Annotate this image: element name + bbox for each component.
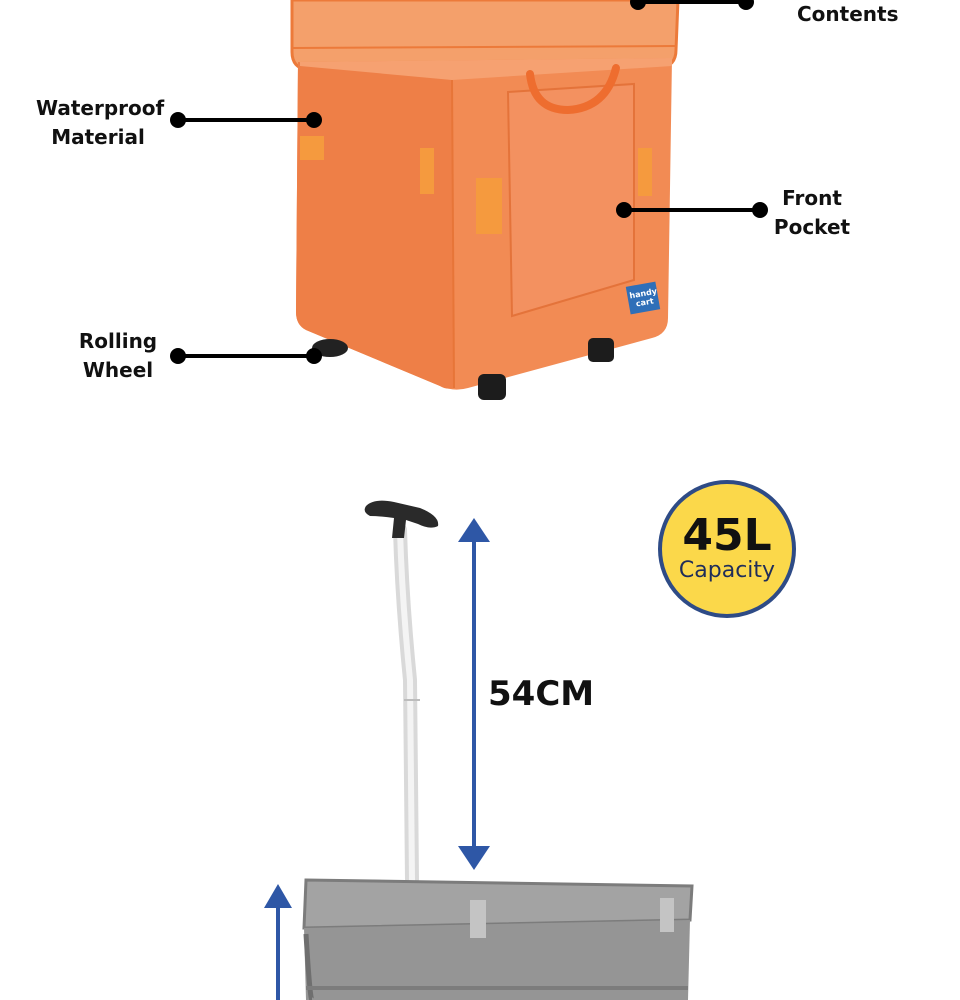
rolling-wheel-leader-dot-right (306, 348, 322, 364)
waterproof-label-line2: Material (51, 125, 145, 149)
front-pocket-label-line1: Front (782, 186, 842, 210)
orange-cart-illustration (290, 0, 680, 400)
contents-label: Contents (797, 2, 899, 26)
rolling-wheel-leader-dot-left (170, 348, 186, 364)
grey-bag-body (304, 920, 690, 1000)
waterproof-material-label: Waterproof Material (36, 94, 165, 152)
rolling-wheel-label-line1: Rolling (78, 329, 158, 353)
handle-t-grip (364, 500, 439, 538)
front-pocket-panel (506, 82, 635, 318)
rolling-wheel-label-line2: Wheel (82, 358, 154, 382)
grey-cart-illustration (302, 500, 694, 1000)
waterproof-leader-dot-left (170, 112, 186, 128)
contents-leader-dot (630, 0, 646, 10)
rolling-wheel-leader-line (178, 354, 314, 358)
bag-height-arrow (264, 884, 292, 1000)
capacity-badge: 45L Capacity (658, 480, 796, 618)
grey-bag-lid (302, 878, 694, 930)
cart-carry-strap (526, 64, 620, 115)
front-pocket-leader-dot-left (616, 202, 632, 218)
capacity-label: Capacity (678, 558, 776, 583)
waterproof-leader-line (178, 118, 314, 122)
handle-height-label: 54CM (488, 674, 595, 714)
waterproof-label-line1: Waterproof (36, 96, 165, 120)
waterproof-leader-dot-right (306, 112, 322, 128)
rolling-wheel-label: Rolling Wheel (76, 327, 160, 385)
capacity-volume: 45L (682, 510, 772, 561)
front-pocket-label: Front Pocket (770, 184, 854, 242)
handle-height-arrow (458, 518, 490, 870)
front-pocket-leader-line (624, 208, 760, 212)
front-pocket-leader-dot-right (752, 202, 768, 218)
front-pocket-label-line2: Pocket (773, 215, 851, 239)
brand-tag (625, 281, 661, 315)
contents-leader-line (638, 0, 746, 4)
contents-leader-end-dot (738, 0, 754, 10)
